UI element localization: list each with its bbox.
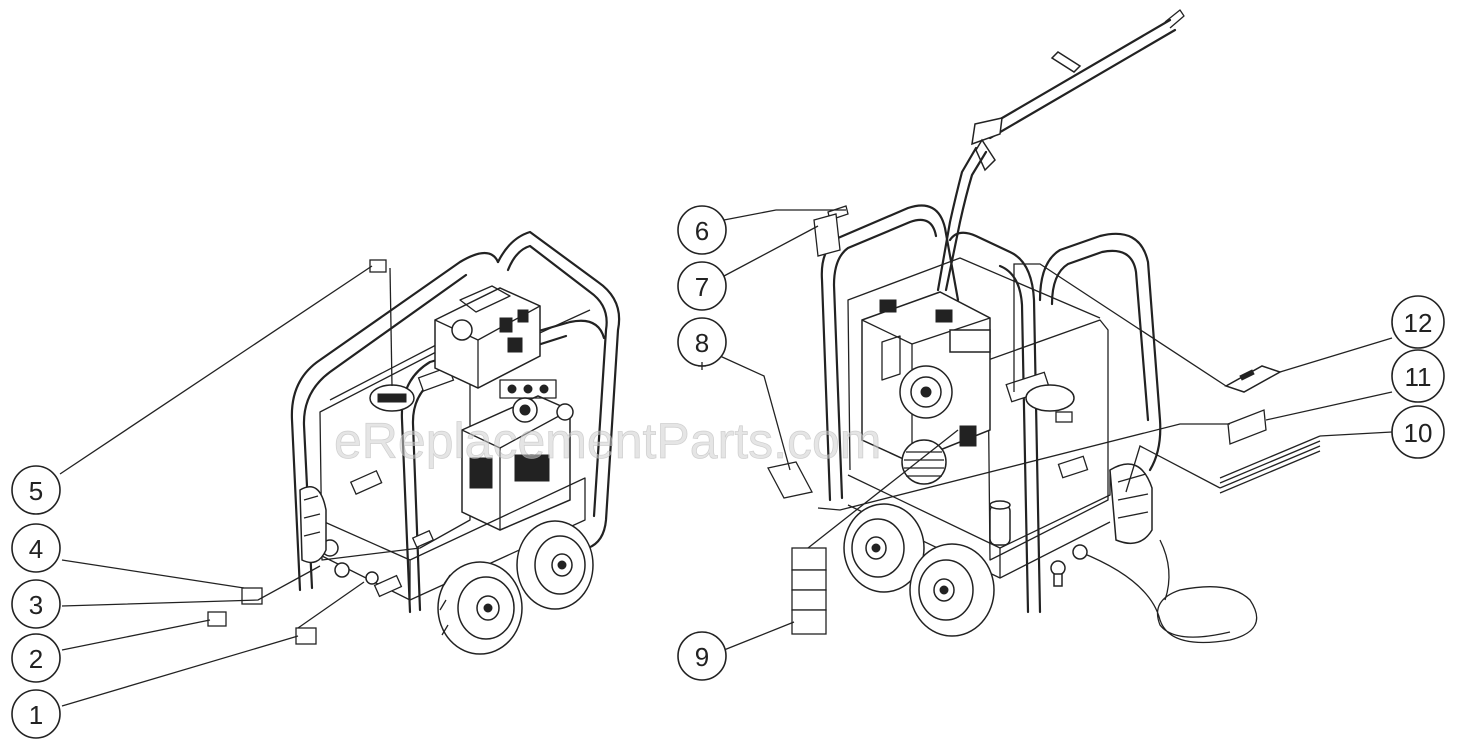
- callout-4: 4: [11, 523, 61, 573]
- callout-11: 11: [1391, 349, 1445, 403]
- part-1: [295, 627, 317, 645]
- high-pressure-hose: [1050, 539, 1258, 644]
- part-7: [813, 213, 841, 257]
- part-8: [767, 461, 813, 499]
- wheels-left-machine: [299, 486, 594, 655]
- engine: [434, 285, 541, 389]
- callout-label: 10: [1404, 418, 1433, 448]
- spray-gun-and-lance: [936, 9, 1185, 292]
- callout-label: 9: [695, 642, 709, 672]
- part-4-3: [241, 587, 263, 605]
- callout-8: 8: [677, 317, 727, 367]
- part-2: [207, 611, 227, 627]
- callout-label: 2: [29, 644, 43, 674]
- callout-7: 7: [677, 261, 727, 311]
- callout-1: 1: [11, 689, 61, 739]
- leader-lines: [59, 209, 1393, 707]
- callout-6: 6: [677, 205, 727, 255]
- callout-9: 9: [677, 631, 727, 681]
- callout-2: 2: [11, 633, 61, 683]
- callout-5: 5: [11, 465, 61, 515]
- pressure-washer-front-view: [767, 9, 1321, 644]
- pump-assembly: [461, 379, 574, 531]
- callout-label: 4: [29, 534, 43, 564]
- callout-label: 6: [695, 216, 709, 246]
- part-9: [791, 547, 827, 635]
- pressure-washer-rear-view: [290, 230, 621, 655]
- callout-label: 12: [1404, 308, 1433, 338]
- fuel-cap-front: [1025, 384, 1075, 412]
- callout-label: 8: [695, 328, 709, 358]
- part-12: [1224, 365, 1282, 393]
- callout-label: 11: [1405, 362, 1432, 392]
- part-11: [1227, 409, 1267, 445]
- callout-10: 10: [1391, 405, 1445, 459]
- part-10: [1219, 435, 1321, 494]
- part-5: [369, 259, 387, 273]
- callout-3: 3: [11, 579, 61, 629]
- callout-label: 5: [29, 476, 43, 506]
- callout-12: 12: [1391, 295, 1445, 349]
- watermark: eReplacementParts.com: [334, 413, 881, 469]
- wheels-right-machine: [843, 463, 1153, 637]
- callout-label: 7: [695, 272, 709, 302]
- engine-front: [861, 291, 991, 485]
- callout-label: 1: [29, 700, 43, 730]
- callout-label: 3: [29, 590, 43, 620]
